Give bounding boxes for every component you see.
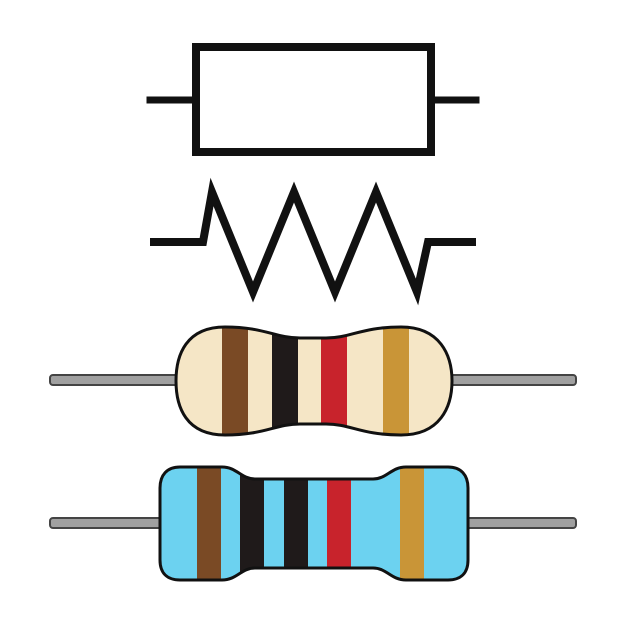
symbol-rectangle — [192, 43, 435, 156]
lead-wire-right — [459, 517, 577, 529]
lead-wire-left — [49, 374, 186, 386]
resistor-outline — [158, 465, 470, 582]
color-band-3 — [321, 327, 347, 435]
color-band-1 — [222, 327, 248, 435]
five-band-resistor — [49, 465, 577, 582]
lead-wire-left — [49, 517, 169, 529]
resistor-outline — [174, 325, 454, 437]
resistor-body — [160, 467, 468, 580]
zigzag-resistor-symbol — [150, 177, 476, 306]
color-band-2 — [272, 327, 298, 435]
lead-wire-right — [441, 374, 577, 386]
color-band-4 — [383, 327, 409, 435]
color-band-1 — [197, 467, 221, 580]
color-band-5 — [400, 467, 424, 580]
rectangular-resistor-symbol — [146, 43, 480, 156]
zigzag-line — [150, 177, 476, 306]
resistor-body — [176, 327, 452, 435]
color-band-2 — [240, 467, 264, 580]
four-band-resistor — [49, 325, 577, 437]
color-band-3 — [284, 467, 308, 580]
color-band-4 — [327, 467, 351, 580]
